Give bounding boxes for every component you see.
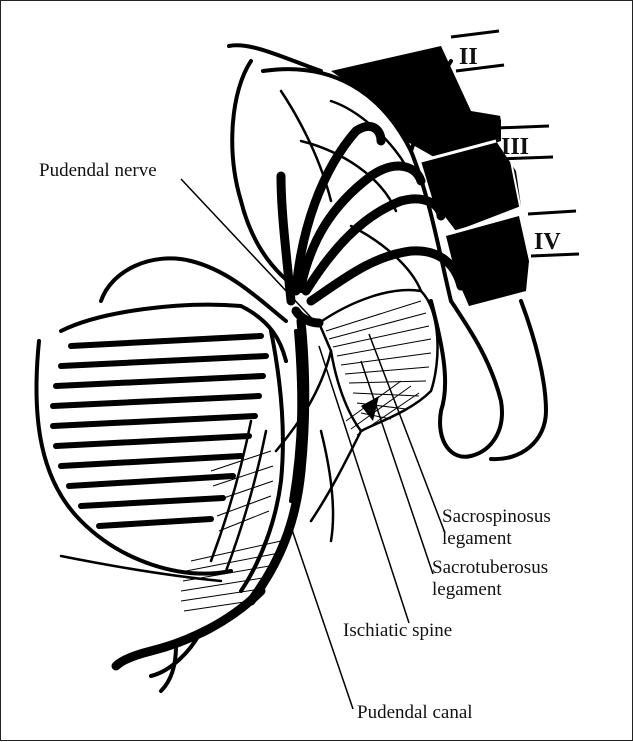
label-sacrospinosus-line2: legament — [442, 528, 512, 549]
vertebra-ii-label: II — [459, 44, 478, 70]
leader-sacrotuberosus — [361, 361, 433, 574]
vertebra-iii-label: III — [501, 134, 529, 160]
label-pudendal-canal: Pudendal canal — [357, 702, 473, 723]
label-sacrotuberosus-line2: legament — [432, 579, 502, 600]
label-ischiatic-spine: Ischiatic spine — [343, 620, 452, 641]
label-sacrotuberosus-line1: Sacrotuberosus — [432, 557, 548, 578]
vertebra-iv-label: IV — [534, 229, 561, 255]
leader-sacrospinosus — [369, 334, 445, 533]
label-pudendal-nerve: Pudendal nerve — [39, 160, 157, 181]
leader-pudendal-canal — [289, 521, 353, 709]
gluteal-muscle — [36, 258, 286, 573]
label-sacrospinosus-line1: Sacrospinosus — [442, 506, 551, 527]
